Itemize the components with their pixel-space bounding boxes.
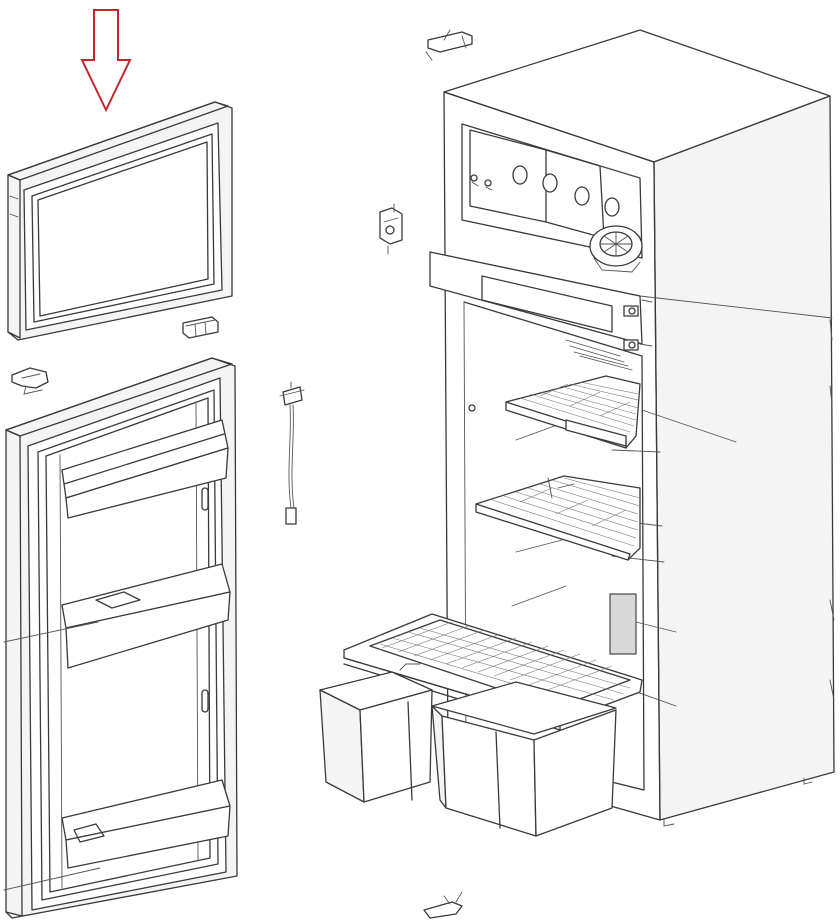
highlight-arrow-icon [80,9,132,113]
sensor-cable-icon [279,381,305,525]
door-bin-middle [61,563,231,669]
latch-icon [11,367,49,395]
fan-icon [589,225,643,273]
door-bin-top [61,419,229,519]
top-hinge-icon [425,29,473,61]
door-bin-bottom [61,779,231,869]
bottom-hinge-icon [423,891,463,919]
crisper-drawer-left [319,663,433,803]
wire-shelf-top [505,375,641,449]
crisper-drawer-right [431,681,617,837]
middle-hinge-icon [379,203,403,255]
door-hinge-icon [182,316,219,339]
wire-shelf-middle [475,475,641,561]
refrigerator-cabinet[interactable] [429,29,835,827]
freezer-door[interactable] [7,101,233,341]
